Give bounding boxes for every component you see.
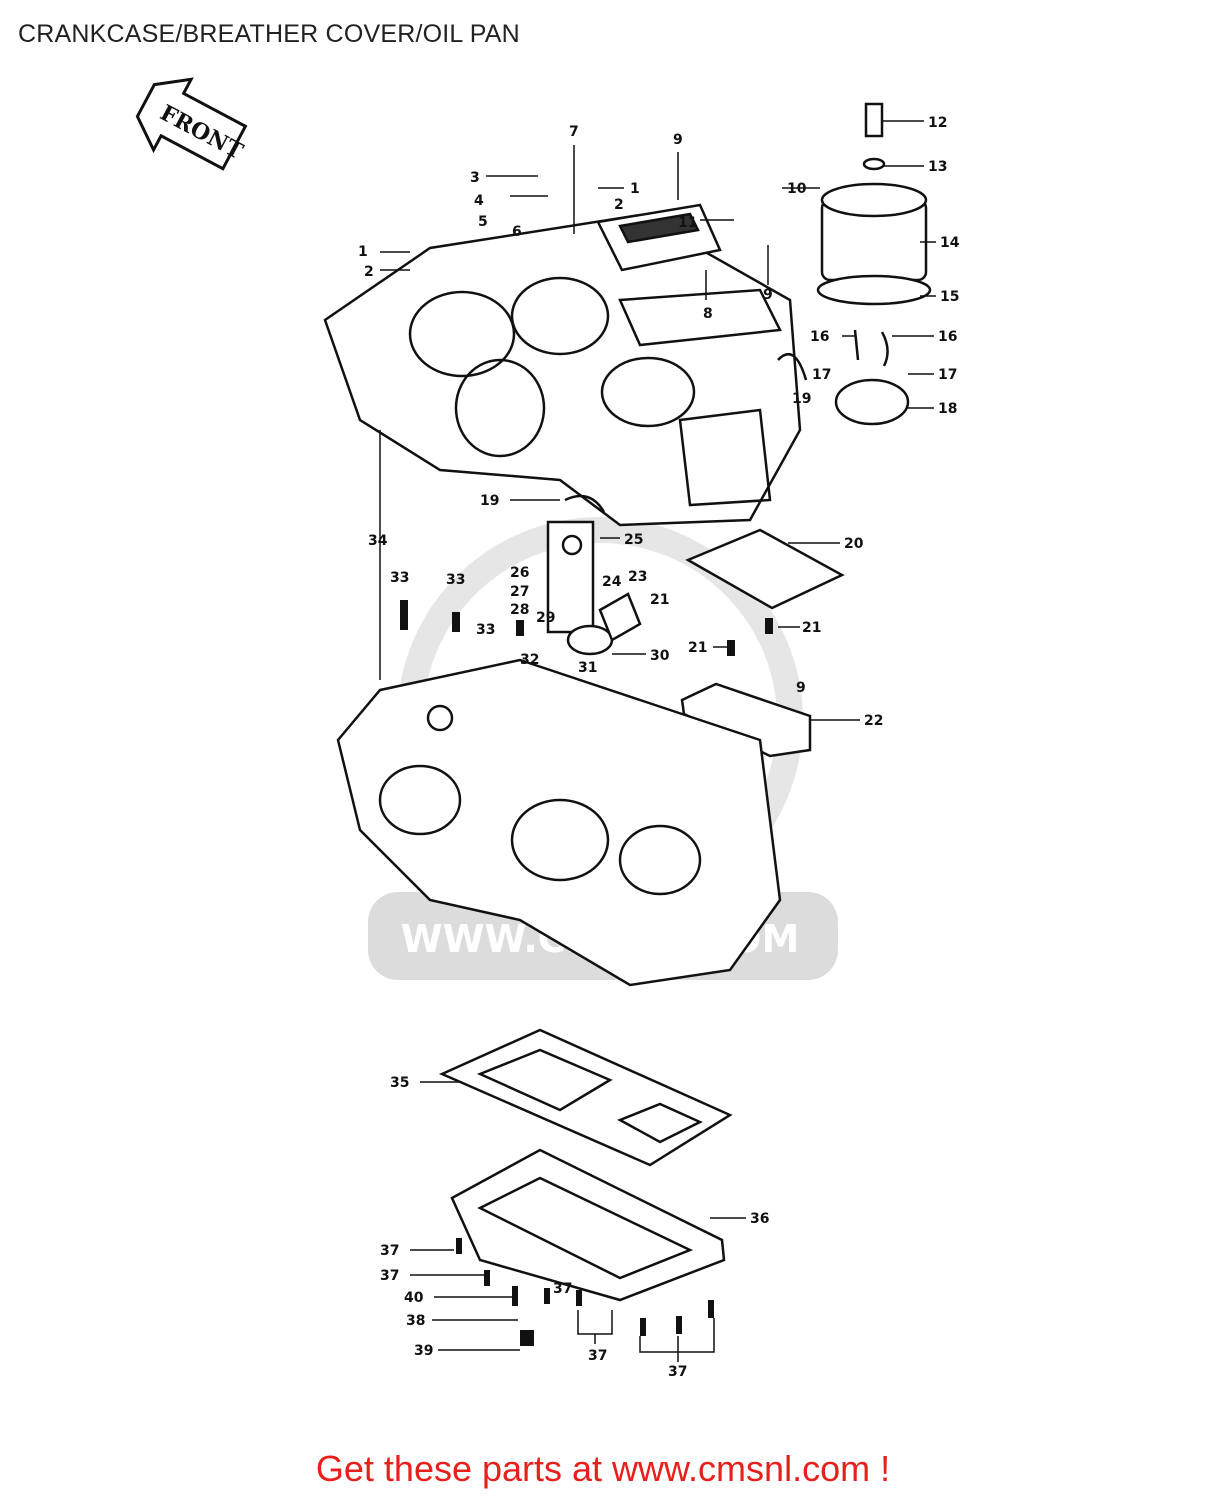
callout-25: 25	[624, 532, 643, 548]
callout-7: 7	[569, 124, 579, 140]
callout-29: 29	[536, 610, 555, 626]
breather-cover	[596, 203, 722, 272]
callout-10: 10	[787, 181, 807, 197]
callout-13: 13	[928, 159, 947, 175]
cmsnl-parts-link[interactable]: Get these parts at www.cmsnl.com !	[315, 1448, 891, 1489]
callout-15: 15	[940, 289, 959, 305]
callout-16: 16	[938, 329, 957, 345]
bolts	[400, 600, 773, 1346]
upper-crankcase	[323, 213, 802, 527]
callout-26: 26	[510, 565, 529, 581]
breather-assembly	[546, 520, 642, 656]
callout-18: 18	[938, 401, 957, 417]
callout-28: 28	[510, 602, 529, 618]
callout-14: 14	[940, 235, 960, 251]
callout-27: 27	[510, 584, 529, 600]
callout-2: 2	[364, 264, 374, 280]
callout-8: 8	[703, 306, 713, 322]
page-title: CRANKCASE/BREATHER COVER/OIL PAN	[18, 20, 520, 48]
callout-37: 37	[380, 1268, 399, 1284]
callout-19: 19	[792, 391, 811, 407]
callout-17: 17	[812, 367, 831, 383]
callout-2: 2	[614, 197, 624, 213]
callout-1: 1	[630, 181, 640, 197]
callout-39: 39	[414, 1343, 433, 1359]
callout-9: 9	[796, 680, 806, 696]
callout-35: 35	[390, 1075, 409, 1091]
oil-pan	[450, 1148, 726, 1302]
callout-37: 37	[588, 1348, 607, 1364]
callout-32: 32	[520, 652, 539, 668]
callout-1: 1	[358, 244, 368, 260]
callout-16: 16	[810, 329, 829, 345]
callout-30: 30	[650, 648, 670, 664]
oil-filter	[816, 102, 932, 306]
callout-36: 36	[750, 1211, 769, 1227]
callout-17: 17	[938, 367, 957, 383]
callout-31: 31	[578, 660, 597, 676]
callout-4: 4	[474, 193, 484, 209]
callout-labels: 1 1 2 2 3 4 5 6 7 8 9 9 9 10 11 12 13 14…	[358, 115, 960, 1380]
callout-6: 6	[512, 224, 522, 240]
callout-24: 24	[602, 574, 622, 590]
parts-diagram: WWW.CMSNL.COM FRONT	[135, 77, 960, 1380]
callout-20: 20	[844, 536, 864, 552]
callout-38: 38	[406, 1313, 425, 1329]
callout-23: 23	[628, 569, 647, 585]
callout-37: 37	[553, 1281, 572, 1297]
lower-crankcase	[336, 658, 782, 987]
callout-33: 33	[476, 622, 495, 638]
callout-40: 40	[404, 1290, 424, 1306]
callout-3: 3	[470, 170, 480, 186]
callout-21: 21	[688, 640, 707, 656]
callout-12: 12	[928, 115, 947, 131]
callout-21: 21	[650, 592, 669, 608]
callout-33: 33	[446, 572, 465, 588]
callout-brackets	[577, 1310, 715, 1362]
callout-21: 21	[802, 620, 821, 636]
callout-33: 33	[390, 570, 409, 586]
front-arrow: FRONT	[135, 77, 248, 171]
oil-pipe-plate	[564, 329, 910, 513]
callout-22: 22	[864, 713, 883, 729]
callout-9: 9	[673, 132, 683, 148]
callout-34: 34	[368, 533, 388, 549]
callout-37: 37	[668, 1364, 687, 1380]
callout-5: 5	[478, 214, 488, 230]
leader-lines	[379, 120, 936, 1351]
oil-pan-gasket	[438, 1028, 733, 1167]
callout-37: 37	[380, 1243, 399, 1259]
callout-9: 9	[763, 287, 773, 303]
callout-19: 19	[480, 493, 499, 509]
callout-11: 11	[678, 215, 697, 231]
